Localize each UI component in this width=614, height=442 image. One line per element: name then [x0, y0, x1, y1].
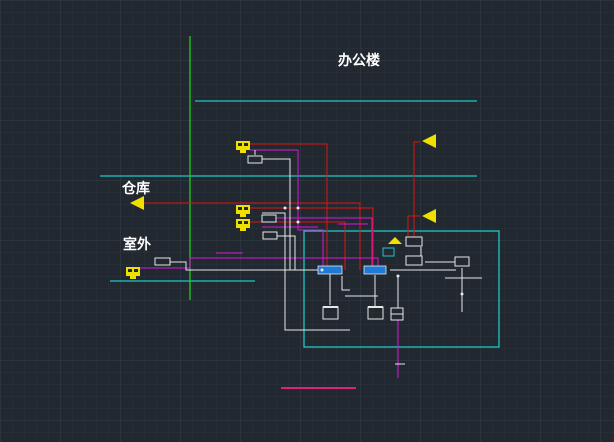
- device-yellow-icon: [236, 205, 250, 217]
- cable-trays: [317, 247, 395, 275]
- red-wires: [143, 141, 420, 270]
- white-wires: [170, 150, 482, 365]
- switch-box: [454, 256, 470, 267]
- yellow-devices: [126, 134, 436, 279]
- device-yellow-icon: [236, 141, 250, 153]
- outdoor-label: 室外: [123, 237, 151, 253]
- junction-box: [247, 155, 263, 164]
- switch-box: [405, 255, 423, 266]
- switch-box: [405, 236, 423, 247]
- terminal-boxes: [322, 306, 384, 320]
- magenta-wires: [140, 149, 399, 378]
- device-yellow-icon: [422, 209, 436, 223]
- junction-box: [261, 214, 277, 223]
- device-yellow-icon: [236, 219, 250, 231]
- device-yellow-icon: [388, 237, 402, 244]
- device-yellow-icon: [126, 267, 140, 279]
- junction-box: [262, 231, 278, 240]
- junction-box: [154, 257, 171, 266]
- cable-tray-icon: [382, 247, 395, 257]
- device-yellow-icon: [130, 196, 144, 210]
- component-boxes: [154, 155, 470, 321]
- device-yellow-icon: [422, 134, 436, 148]
- connection-dots: [283, 206, 464, 296]
- cable-tray-icon: [317, 265, 343, 275]
- office-building-label: 办公楼: [338, 53, 380, 69]
- equipment-room-frame: [303, 230, 500, 348]
- cable-tray-icon: [363, 265, 387, 275]
- warehouse-label: 仓库: [122, 181, 150, 197]
